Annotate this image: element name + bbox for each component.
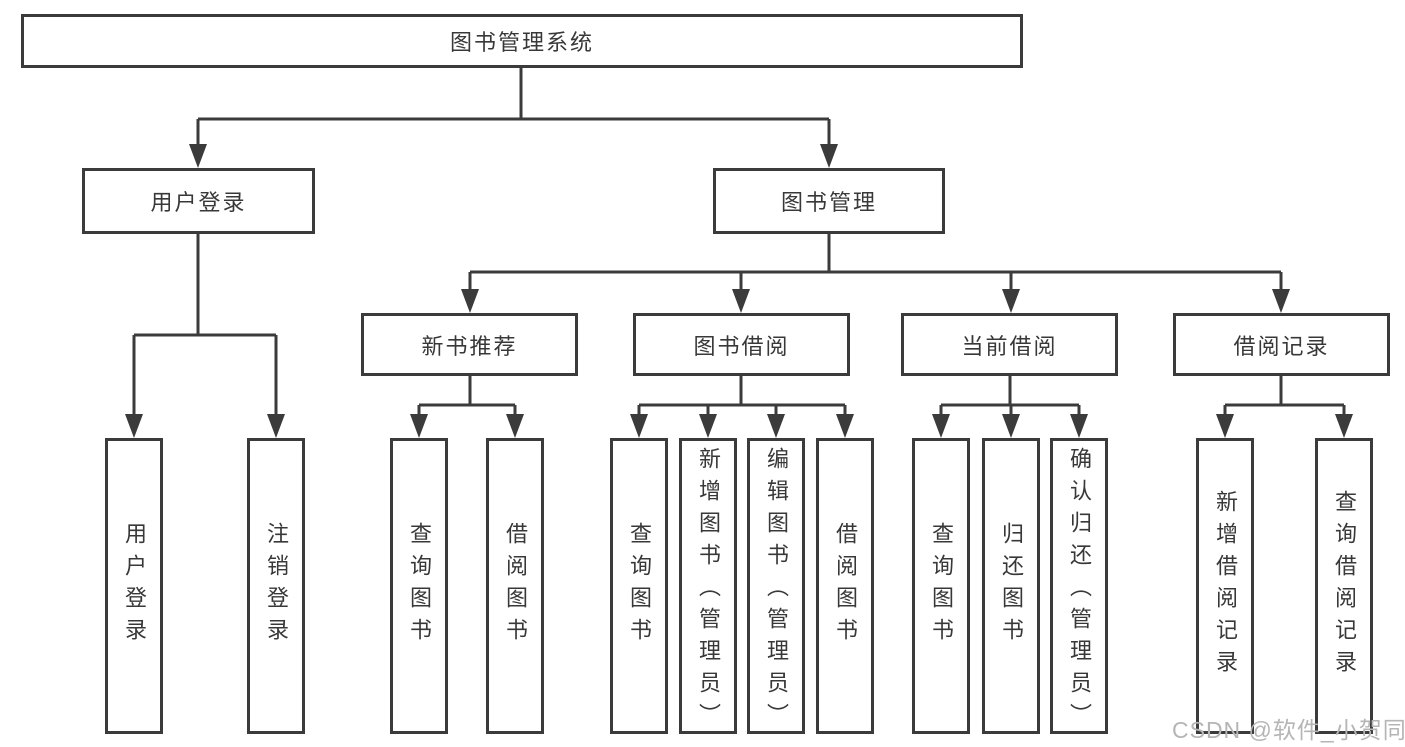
leaf-user-login: 用户登录	[105, 438, 163, 734]
leaf-borrowing-add-book-admin: 新增图书（管理员）	[679, 438, 737, 735]
node-book-management-system: 图书管理系统	[21, 14, 1023, 68]
leaf-recommend-query-book: 查询图书	[390, 438, 448, 734]
node-user-login: 用户登录	[82, 168, 315, 234]
leaf-current-return-book: 归还图书	[982, 438, 1040, 734]
node-current-borrowing: 当前借阅	[901, 313, 1118, 376]
node-borrowing-records: 借阅记录	[1173, 313, 1390, 376]
leaf-borrowing-query-book: 查询图书	[610, 438, 668, 734]
leaf-borrowing-edit-book-admin: 编辑图书（管理员）	[747, 438, 805, 735]
leaf-current-query-book: 查询图书	[912, 438, 970, 734]
node-new-book-recommendation: 新书推荐	[361, 313, 578, 376]
leaf-logout: 注销登录	[247, 438, 305, 734]
leaf-recommend-borrow-book: 借阅图书	[486, 438, 544, 734]
node-book-management: 图书管理	[713, 168, 945, 234]
leaf-borrowing-borrow-book: 借阅图书	[816, 438, 874, 734]
watermark-text: CSDN @软件_小贺同学	[1172, 717, 1405, 743]
node-book-borrowing: 图书借阅	[633, 313, 850, 376]
leaf-current-confirm-return-admin: 确认归还（管理员）	[1050, 438, 1108, 735]
leaf-records-add-record: 新增借阅记录	[1196, 438, 1254, 734]
leaf-records-query-record: 查询借阅记录	[1315, 438, 1373, 734]
